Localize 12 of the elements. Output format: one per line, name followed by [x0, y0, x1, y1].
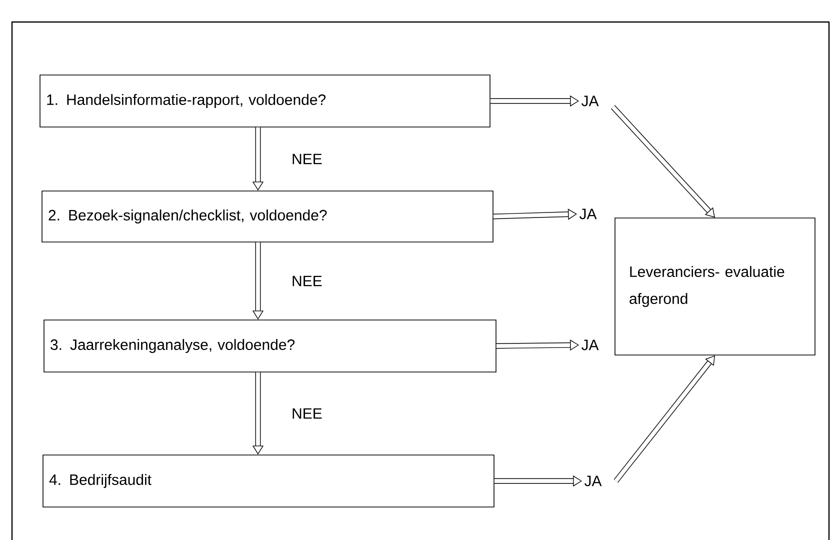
question-box: 1. Handelsinformatie-rapport, voldoende? — [40, 74, 490, 128]
edge-label: NEE — [292, 408, 322, 419]
answer-text: JA — [581, 340, 599, 350]
question-box: 3. Jaarrekeninganalyse, voldoende? — [44, 320, 496, 372]
answer-text: JA — [579, 208, 597, 220]
question-box: 4. Bedrijfsaudit — [42, 454, 494, 508]
answer-text: JA — [581, 96, 599, 106]
result-box: Leveranciers- evaluatie afgerond — [614, 218, 816, 356]
edge-label: NEE — [292, 154, 322, 164]
edge-label: NEE — [292, 276, 322, 286]
question-box: 2. Bezoek-signalen/checklist, voldoende? — [42, 190, 494, 242]
answer-text: JA — [584, 476, 602, 486]
